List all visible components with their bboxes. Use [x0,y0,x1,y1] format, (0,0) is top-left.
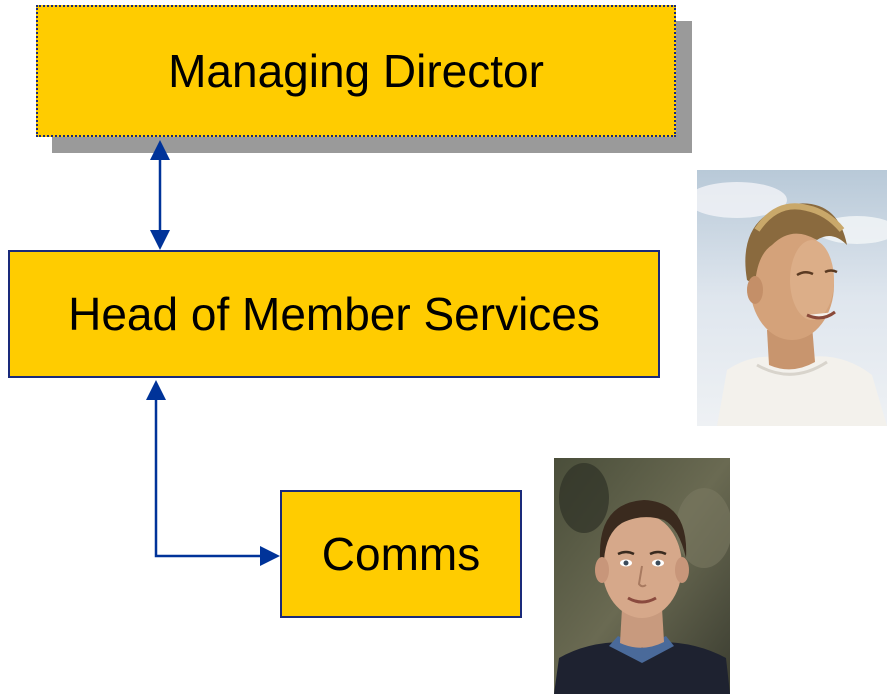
arrowhead-up-icon [150,140,170,160]
head-of-member-services-label: Head of Member Services [68,288,600,340]
head-of-member-services-box: Head of Member Services [8,250,660,378]
arrowhead-up-icon [146,380,166,400]
managing-director-box: Managing Director [36,5,676,137]
comms-label: Comms [321,528,481,580]
managing-director-label: Managing Director [168,45,544,97]
md-hms-connector [150,140,170,250]
hms-comms-connector [146,380,280,566]
arrowhead-right-icon [260,546,280,566]
head-of-member-services-photo [697,170,887,426]
arrowhead-down-icon [150,230,170,250]
comms-box: Comms [280,490,522,618]
hms-comms-line [154,398,262,558]
comms-photo [554,458,730,694]
